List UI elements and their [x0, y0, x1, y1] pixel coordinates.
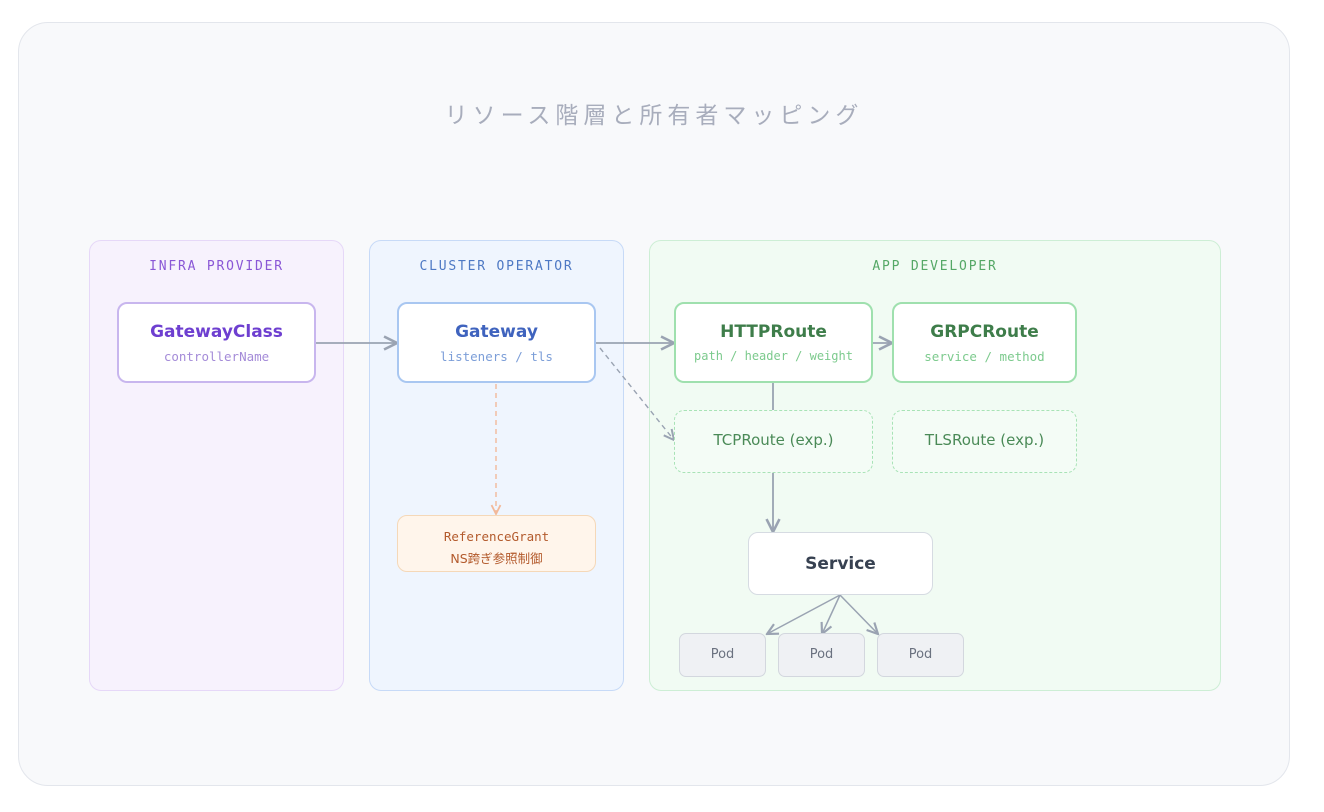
node-referencegrant-sub: NS跨ぎ参照制御	[450, 551, 543, 566]
panel-label-app: APP DEVELOPER	[872, 259, 998, 274]
node-referencegrant-title: ReferenceGrant	[443, 529, 550, 544]
node-service: Service	[748, 532, 933, 595]
node-tlsroute-title: TLSRoute (exp.)	[924, 431, 1045, 449]
node-service-title: Service	[805, 554, 876, 574]
node-httproute-title: HTTPRoute	[720, 322, 827, 342]
node-gateway-title: Gateway	[455, 322, 538, 342]
node-gatewayclass-title: GatewayClass	[150, 322, 283, 342]
node-grpcroute-sub: service / method	[924, 349, 1045, 364]
edge-gateway-tcproute	[599, 347, 674, 440]
node-gatewayclass-sub: controllerName	[163, 349, 270, 364]
node-gatewayclass: GatewayClass controllerName	[117, 302, 316, 383]
node-httproute-sub: path / header / weight	[694, 349, 853, 363]
panel-label-cluster: CLUSTER OPERATOR	[419, 259, 574, 274]
edge-service-pod-2	[822, 594, 841, 634]
node-grpcroute-title: GRPCRoute	[930, 322, 1039, 342]
node-gateway-sub: listeners / tls	[440, 349, 553, 364]
edge-service-pod-1	[767, 594, 841, 634]
panel-label-infra: INFRA PROVIDER	[149, 259, 284, 274]
node-tlsroute: TLSRoute (exp.)	[892, 410, 1077, 473]
node-pod-2: Pod	[778, 633, 865, 677]
node-tcproute-title: TCPRoute (exp.)	[713, 431, 834, 449]
node-pod-1: Pod	[679, 633, 766, 677]
diagram-title: リソース階層と所有者マッピング	[444, 103, 864, 129]
node-httproute: HTTPRoute path / header / weight	[674, 302, 873, 383]
node-pod-3: Pod	[877, 633, 964, 677]
node-referencegrant: ReferenceGrant NS跨ぎ参照制御	[397, 515, 596, 572]
node-tcproute: TCPRoute (exp.)	[674, 410, 873, 473]
node-grpcroute: GRPCRoute service / method	[892, 302, 1077, 383]
edge-service-pod-3	[839, 594, 878, 634]
node-gateway: Gateway listeners / tls	[397, 302, 596, 383]
